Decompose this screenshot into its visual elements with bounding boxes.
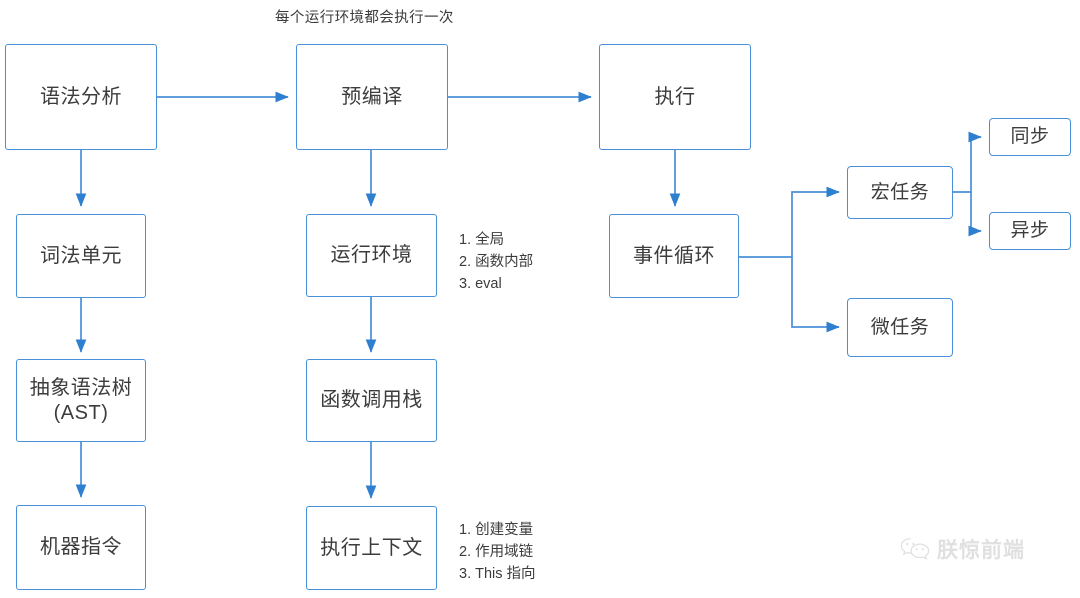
node-macro-task[interactable]: 宏任务 bbox=[847, 166, 953, 219]
wechat-icon bbox=[900, 536, 930, 562]
node-precompile[interactable]: 预编译 bbox=[296, 44, 448, 150]
node-sync[interactable]: 同步 bbox=[989, 118, 1071, 156]
node-async[interactable]: 异步 bbox=[989, 212, 1071, 250]
node-micro-task[interactable]: 微任务 bbox=[847, 298, 953, 357]
annotation-runtime-env-notes: 1. 全局 2. 函数内部 3. eval bbox=[459, 232, 534, 293]
node-execution-context[interactable]: 执行上下文 bbox=[306, 506, 437, 590]
node-runtime-env[interactable]: 运行环境 bbox=[306, 214, 437, 297]
annotation-execution-context-notes: 1. 创建变量 2. 作用域链 3. This 指向 bbox=[459, 522, 536, 583]
node-ast[interactable]: 抽象语法树 (AST) bbox=[16, 359, 146, 442]
node-execute[interactable]: 执行 bbox=[599, 44, 751, 150]
watermark: 朕惊前端 bbox=[900, 534, 1025, 564]
node-call-stack[interactable]: 函数调用栈 bbox=[306, 359, 437, 442]
node-machine-code[interactable]: 机器指令 bbox=[16, 505, 146, 590]
node-lexical-token[interactable]: 词法单元 bbox=[16, 214, 146, 298]
diagram-caption: 每个运行环境都会执行一次 bbox=[275, 10, 454, 26]
node-syntax-analysis[interactable]: 语法分析 bbox=[5, 44, 157, 150]
node-event-loop[interactable]: 事件循环 bbox=[609, 214, 739, 298]
watermark-text: 朕惊前端 bbox=[937, 539, 1025, 562]
